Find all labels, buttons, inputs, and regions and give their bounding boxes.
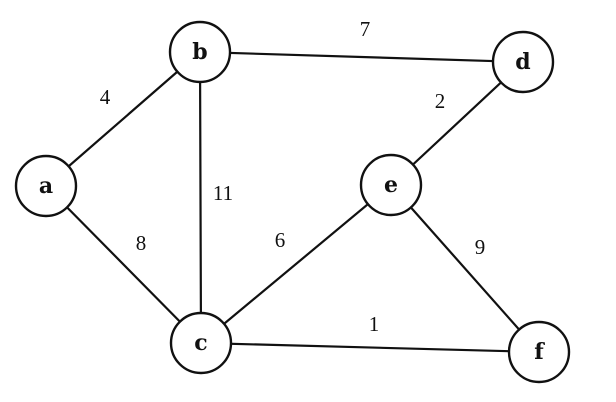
- node-a: a: [14, 154, 78, 218]
- node-e: e: [359, 153, 423, 217]
- edge-c-f: [199, 341, 541, 354]
- node-circle-f: [507, 320, 571, 384]
- node-f: f: [507, 320, 571, 384]
- edge-weights-layer: 4 8 11 7 2 6 9 1: [100, 17, 486, 336]
- edge-a-b: [44, 50, 202, 188]
- node-circle-c: [169, 311, 233, 375]
- node-c: c: [169, 311, 233, 375]
- edge-b-c: [198, 50, 203, 345]
- node-label-e: e: [384, 172, 398, 198]
- edge-a-c: [44, 184, 203, 345]
- node-d: d: [491, 30, 555, 94]
- node-circle-d: [491, 30, 555, 94]
- edge-weight-a-b: 4: [100, 85, 111, 109]
- edge-weight-e-f: 9: [475, 235, 486, 259]
- node-circle-e: [359, 153, 423, 217]
- node-b: b: [168, 20, 232, 84]
- edge-weight-b-d: 7: [360, 17, 371, 41]
- edge-weight-b-c: 11: [213, 181, 233, 205]
- node-label-d: d: [515, 49, 530, 75]
- edge-weight-d-e: 2: [435, 89, 446, 113]
- node-label-f: f: [534, 339, 545, 365]
- edge-e-f: [389, 183, 541, 354]
- edges-layer: [44, 50, 541, 354]
- node-label-b: b: [192, 39, 207, 65]
- edge-weight-a-c: 8: [136, 231, 147, 255]
- node-circle-b: [168, 20, 232, 84]
- node-label-c: c: [194, 330, 207, 356]
- nodes-layer: a b c d e f: [14, 20, 571, 384]
- edge-b-d: [198, 50, 525, 64]
- node-circle-a: [14, 154, 78, 218]
- edge-c-e: [199, 183, 393, 345]
- node-label-a: a: [39, 173, 53, 199]
- edge-weight-c-e: 6: [275, 228, 286, 252]
- edge-weight-c-f: 1: [369, 312, 380, 336]
